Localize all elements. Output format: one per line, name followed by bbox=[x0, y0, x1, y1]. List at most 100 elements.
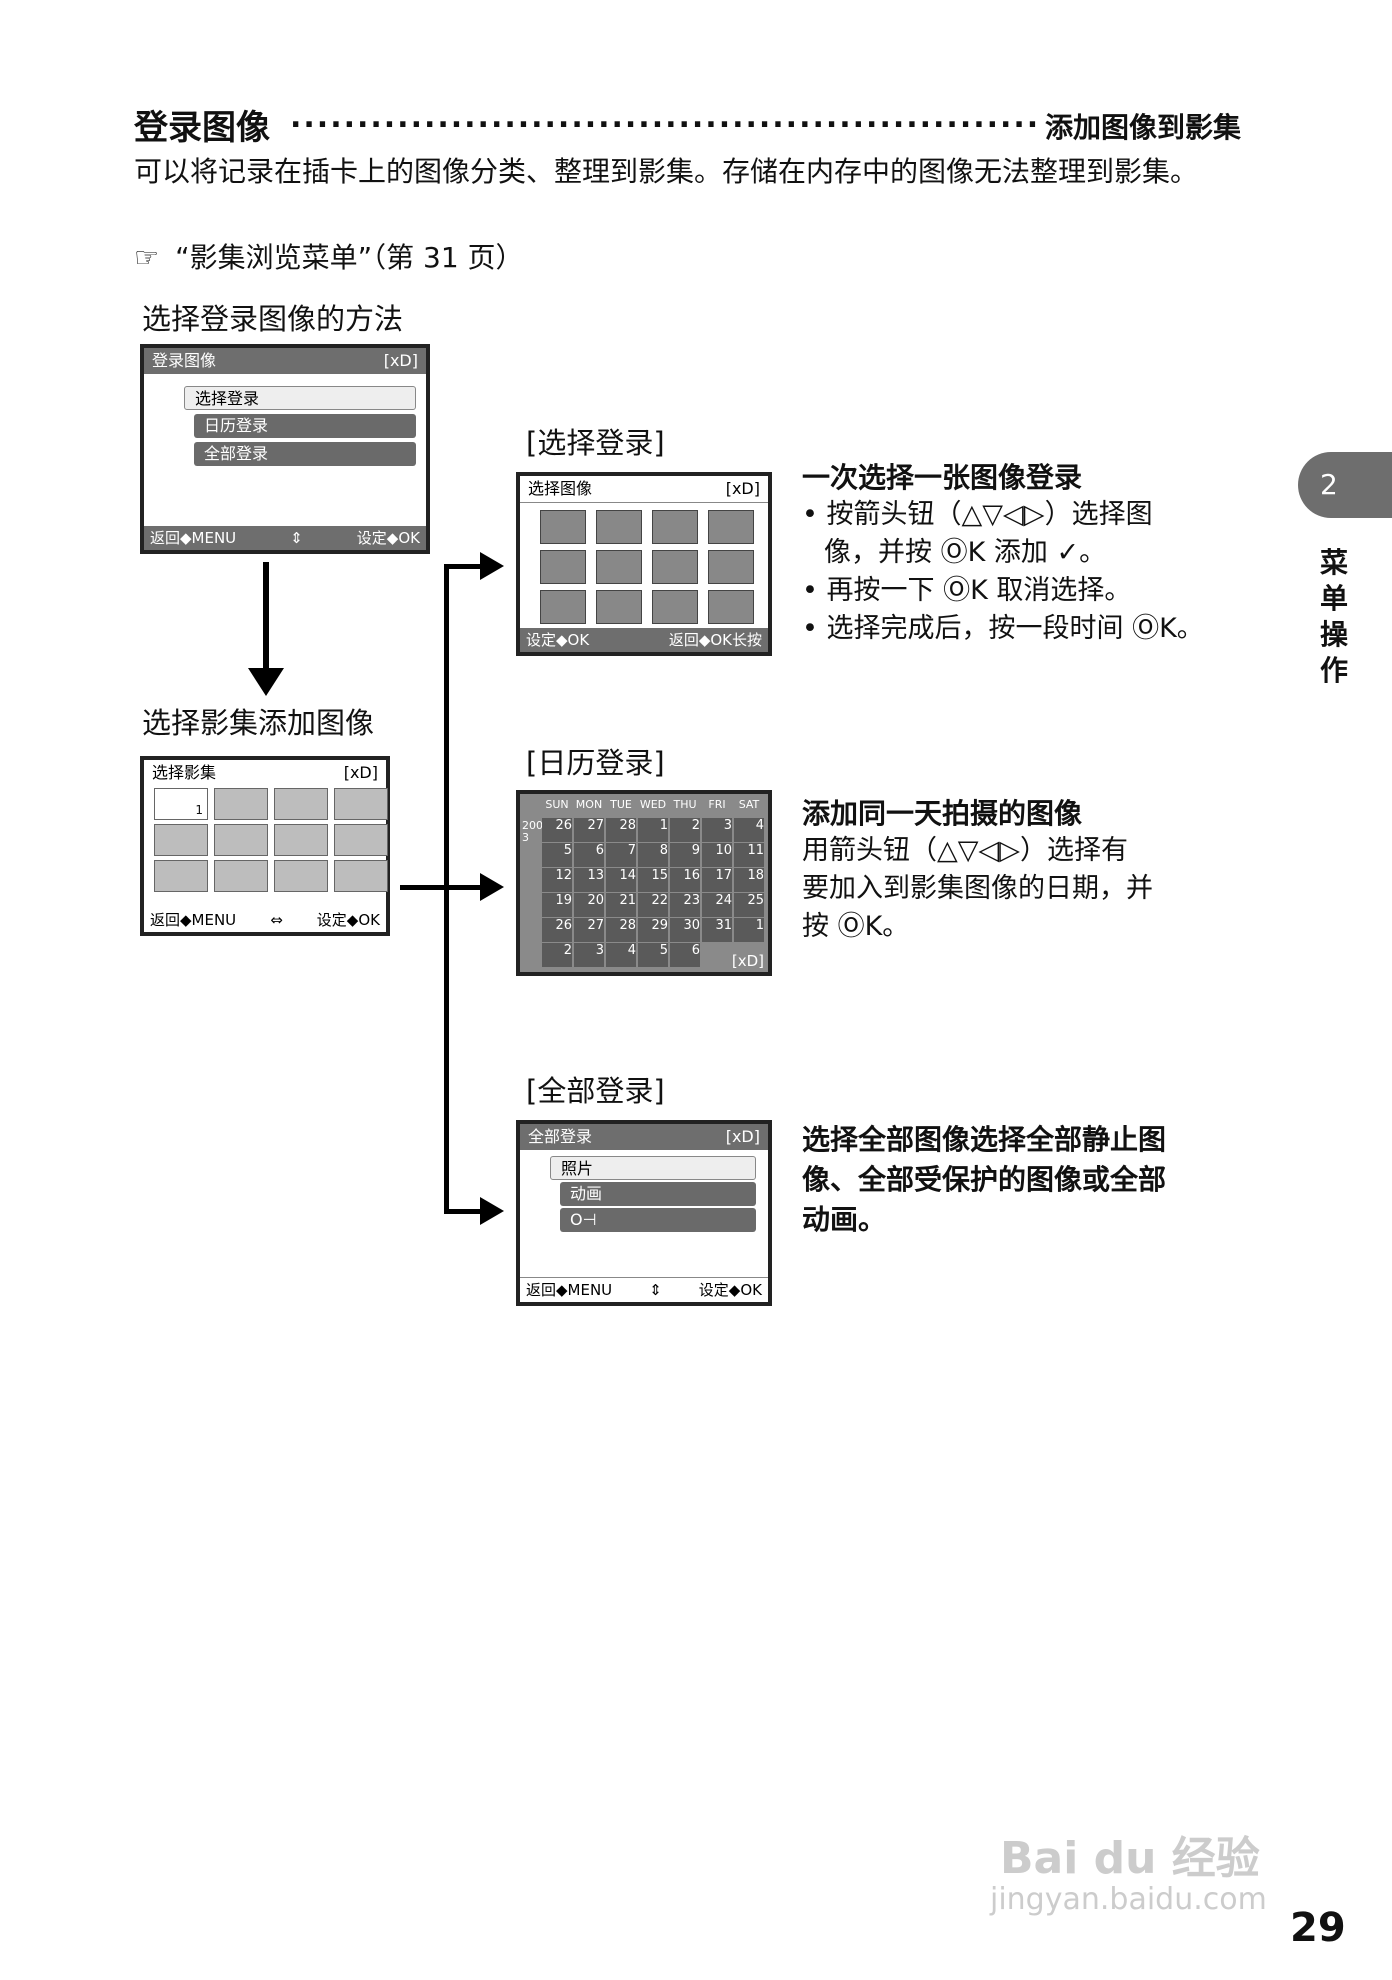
page-number: 29 bbox=[1290, 1905, 1346, 1951]
album-slot[interactable] bbox=[334, 788, 388, 820]
calendar-day[interactable]: 29 bbox=[638, 918, 668, 942]
calendar-day[interactable]: 5 bbox=[638, 943, 668, 967]
image-thumbnail[interactable] bbox=[708, 550, 754, 584]
caption-method: 选择登录图像的方法 bbox=[142, 302, 404, 336]
calendar-weekday: SAT bbox=[738, 798, 760, 811]
screen-header: 选择影集[xD] bbox=[144, 760, 386, 786]
caption-album: 选择影集添加图像 bbox=[142, 706, 375, 740]
calendar-day[interactable]: 4 bbox=[734, 818, 764, 842]
album-slot[interactable] bbox=[214, 860, 268, 892]
calendar-day[interactable]: 2 bbox=[542, 943, 572, 967]
intro-text: 可以将记录在插卡上的图像分类、整理到影集。存储在内存中的图像无法整理到影集。 bbox=[134, 155, 1199, 188]
calendar-day[interactable]: 30 bbox=[670, 918, 700, 942]
calendar-day[interactable]: 27 bbox=[574, 818, 604, 842]
calendar-day[interactable]: 4 bbox=[606, 943, 636, 967]
calendar-day[interactable]: 26 bbox=[542, 918, 572, 942]
image-thumbnail[interactable] bbox=[652, 550, 698, 584]
calendar-day[interactable]: 12 bbox=[542, 868, 572, 892]
calendar-day[interactable]: 31 bbox=[702, 918, 732, 942]
calendar-weekday: THU bbox=[673, 798, 697, 811]
calendar-day[interactable]: 25 bbox=[734, 893, 764, 917]
image-thumbnail[interactable] bbox=[596, 590, 642, 624]
album-slot[interactable]: 1 bbox=[154, 788, 208, 820]
album-slot[interactable] bbox=[154, 824, 208, 856]
calendar-day[interactable]: 22 bbox=[638, 893, 668, 917]
calendar-day[interactable]: 5 bbox=[542, 843, 572, 867]
calendar-day[interactable]: 16 bbox=[670, 868, 700, 892]
menu-item-movie[interactable]: 动画 bbox=[560, 1182, 756, 1206]
reference-icon: ☞ bbox=[134, 241, 160, 274]
album-slot[interactable] bbox=[334, 824, 388, 856]
calendar-day[interactable]: 19 bbox=[542, 893, 572, 917]
watermark-url: jingyan.baidu.com bbox=[990, 1882, 1267, 1917]
album-slot[interactable] bbox=[274, 824, 328, 856]
calendar-day[interactable]: 7 bbox=[606, 843, 636, 867]
calendar-day[interactable]: 23 bbox=[670, 893, 700, 917]
screen-register-menu: 登录图像[xD] 选择登录 日历登录 全部登录 返回◆MENU⇕设定◆OK bbox=[140, 344, 430, 554]
calendar-day[interactable]: 26 bbox=[542, 818, 572, 842]
calendar-day[interactable]: 1 bbox=[638, 818, 668, 842]
screen-select-album: 选择影集[xD] 1 返回◆MENU⇔设定◆OK bbox=[140, 756, 390, 936]
arrow-right-icon bbox=[480, 552, 504, 580]
album-slot[interactable] bbox=[214, 824, 268, 856]
menu-item-select[interactable]: 选择登录 bbox=[184, 386, 416, 410]
image-thumbnail[interactable] bbox=[540, 510, 586, 544]
image-thumbnail[interactable] bbox=[708, 510, 754, 544]
album-slot[interactable] bbox=[214, 788, 268, 820]
album-slot[interactable] bbox=[334, 860, 388, 892]
arrow-down-icon bbox=[248, 668, 284, 696]
connector-line bbox=[400, 885, 448, 890]
arrow-right-icon bbox=[480, 1197, 504, 1225]
image-thumbnail[interactable] bbox=[652, 590, 698, 624]
screen-footer: 返回◆MENU⇕设定◆OK bbox=[144, 526, 426, 550]
reference-text: “影集浏览菜单”（第 31 页） bbox=[175, 241, 524, 274]
image-thumbnail[interactable] bbox=[652, 510, 698, 544]
calendar-day[interactable]: 17 bbox=[702, 868, 732, 892]
title-leader: ........................................… bbox=[290, 100, 1040, 135]
calendar-day[interactable]: 10 bbox=[702, 843, 732, 867]
calendar-day[interactable]: 21 bbox=[606, 893, 636, 917]
screen-footer: 返回◆MENU⇕设定◆OK bbox=[520, 1277, 768, 1302]
image-thumbnail[interactable] bbox=[596, 510, 642, 544]
menu-item-photo[interactable]: 照片 bbox=[550, 1156, 756, 1180]
calendar-day[interactable]: 6 bbox=[670, 943, 700, 967]
caption-all: [全部登录] bbox=[526, 1074, 665, 1108]
calendar-day[interactable]: 15 bbox=[638, 868, 668, 892]
calendar-day[interactable]: 1 bbox=[734, 918, 764, 942]
calendar-day[interactable]: 14 bbox=[606, 868, 636, 892]
menu-item-calendar[interactable]: 日历登录 bbox=[194, 414, 416, 438]
image-thumbnail[interactable] bbox=[540, 550, 586, 584]
calendar-day[interactable]: 8 bbox=[638, 843, 668, 867]
reference: ☞ “影集浏览菜单”（第 31 页） bbox=[134, 236, 524, 276]
caption-select: [选择登录] bbox=[526, 426, 665, 460]
calendar-day[interactable]: 3 bbox=[574, 943, 604, 967]
screen-header: 选择图像[xD] bbox=[520, 476, 768, 503]
image-thumbnail[interactable] bbox=[540, 590, 586, 624]
calendar-day[interactable]: 3 bbox=[702, 818, 732, 842]
album-slot[interactable] bbox=[274, 788, 328, 820]
desc-calendar: 添加同一天拍摄的图像 用箭头钮（△▽◁▷）选择有 要加入到影集图像的日期，并 按… bbox=[802, 797, 1153, 942]
calendar-day[interactable]: 6 bbox=[574, 843, 604, 867]
calendar-day[interactable]: 11 bbox=[734, 843, 764, 867]
menu-item-protected[interactable]: O⊣ bbox=[560, 1208, 756, 1232]
album-slot[interactable] bbox=[274, 860, 328, 892]
arrow-down-shaft bbox=[263, 562, 269, 672]
media-indicator: [xD] bbox=[731, 952, 764, 970]
screen-header: 登录图像[xD] bbox=[144, 348, 426, 374]
calendar-day[interactable]: 20 bbox=[574, 893, 604, 917]
calendar-day[interactable]: 24 bbox=[702, 893, 732, 917]
calendar-day[interactable]: 28 bbox=[606, 918, 636, 942]
calendar-day[interactable]: 28 bbox=[606, 818, 636, 842]
calendar-day[interactable]: 9 bbox=[670, 843, 700, 867]
watermark-logo: Bai du 经验 bbox=[1000, 1833, 1260, 1884]
calendar-day[interactable]: 2 bbox=[670, 818, 700, 842]
calendar-day[interactable]: 18 bbox=[734, 868, 764, 892]
menu-item-all[interactable]: 全部登录 bbox=[194, 442, 416, 466]
album-slot[interactable] bbox=[154, 860, 208, 892]
image-thumbnail[interactable] bbox=[596, 550, 642, 584]
image-thumbnail[interactable] bbox=[708, 590, 754, 624]
calendar-day[interactable]: 13 bbox=[574, 868, 604, 892]
calendar-day[interactable]: 27 bbox=[574, 918, 604, 942]
